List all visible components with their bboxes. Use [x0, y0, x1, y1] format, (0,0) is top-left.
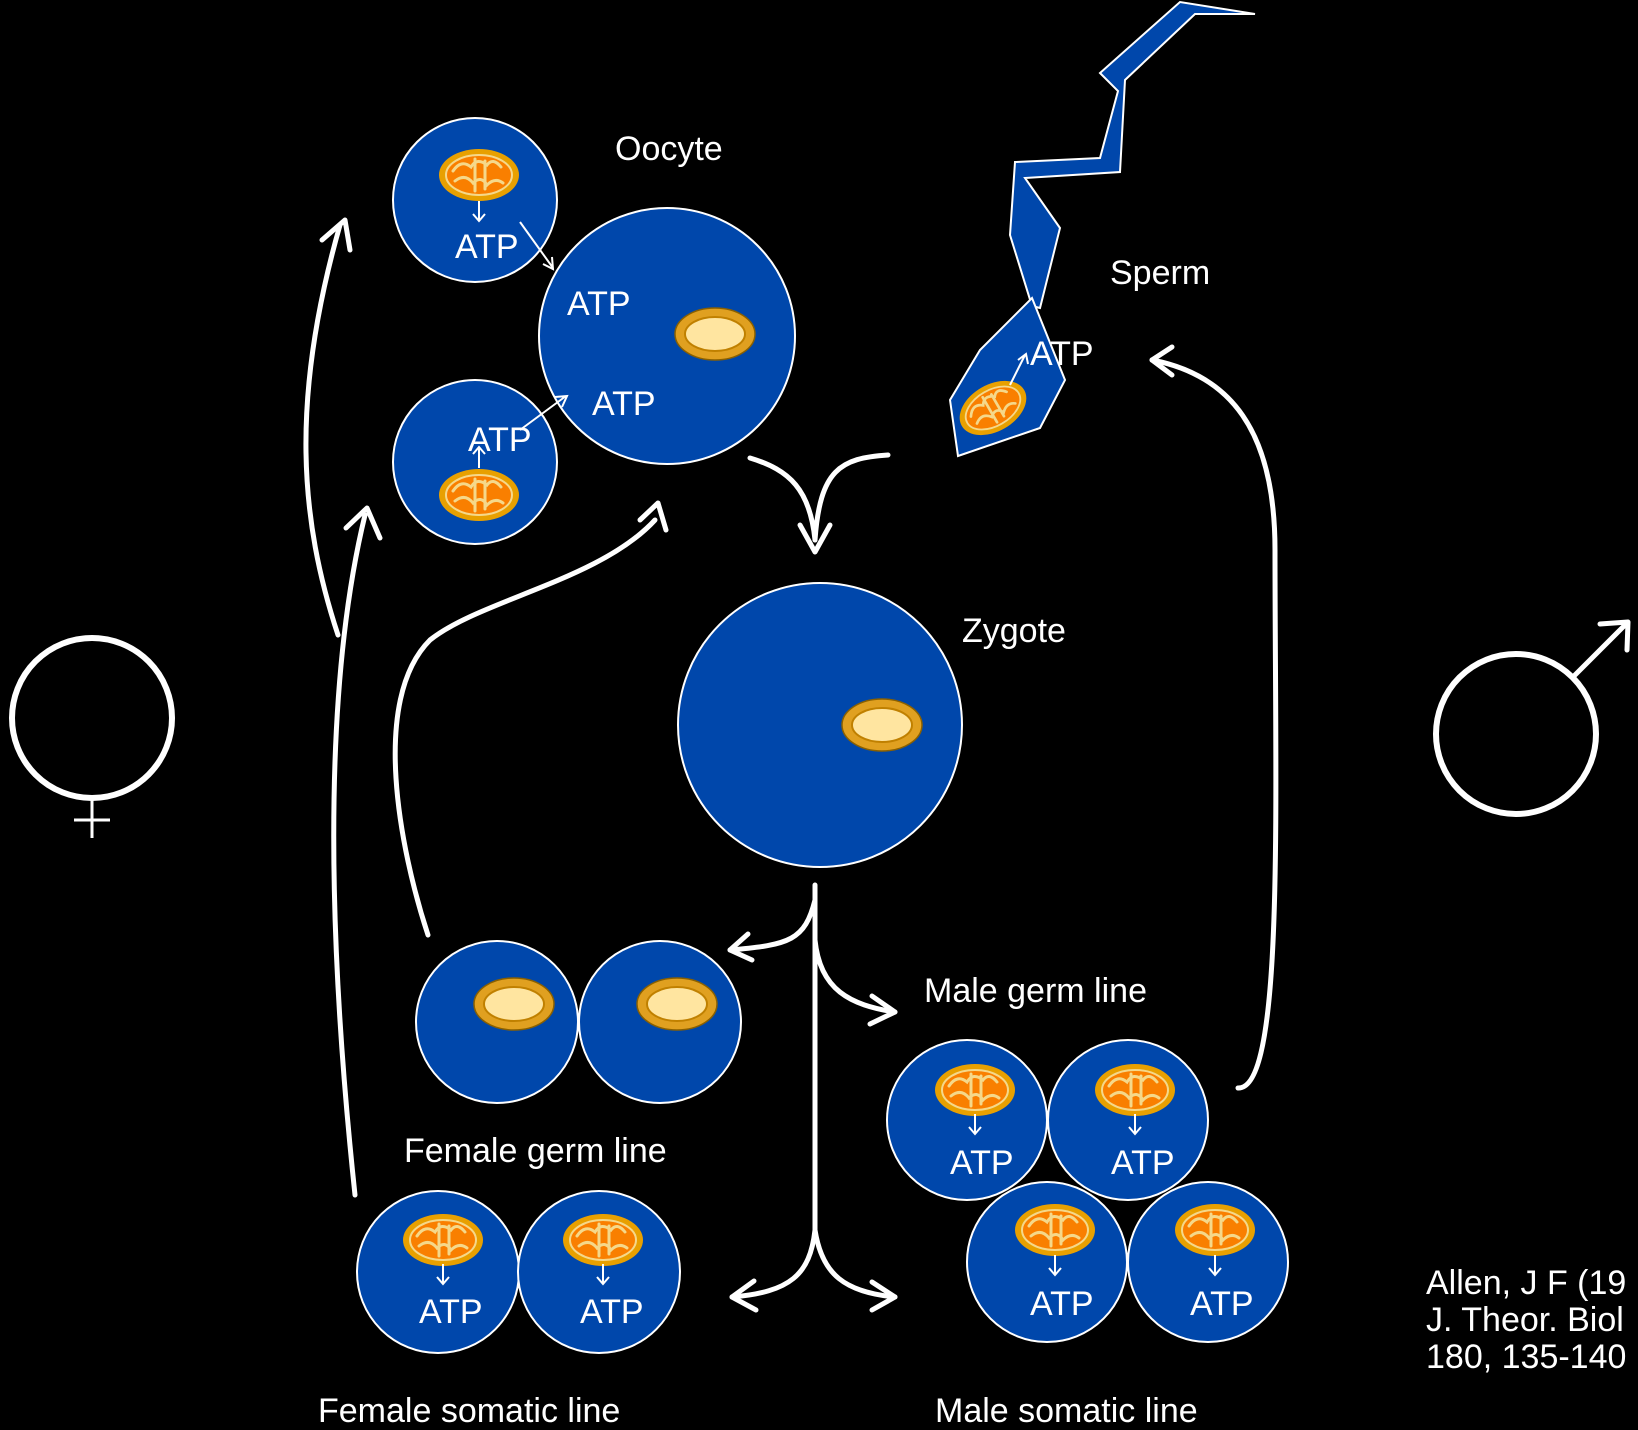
mitochondrion-active-icon: [437, 467, 521, 523]
atp-label: ATP: [419, 1293, 483, 1331]
citation-line-2: J. Theor. Biol: [1426, 1301, 1624, 1339]
atp-label: ATP: [455, 228, 519, 266]
citation-line-3: 180, 135-140: [1426, 1338, 1626, 1376]
mitochondrion-active-icon: [1013, 1202, 1097, 1258]
sperm-cell: [948, 0, 1256, 458]
mitochondrion-quiescent-icon: [841, 698, 923, 752]
mitochondrion-active-icon: [401, 1212, 485, 1268]
sperm-label: Sperm: [1110, 254, 1210, 292]
oocyte-cell: [538, 207, 796, 465]
arrow-to-male-somatic: [812, 1227, 898, 1300]
mitochondrion-active-icon: [1173, 1202, 1257, 1258]
atp-label: ATP: [1030, 335, 1094, 373]
citation-line-1: Allen, J F (19: [1426, 1264, 1626, 1302]
atp-label: ATP: [580, 1293, 644, 1331]
arrow-oocyte-to-zygote: [747, 455, 818, 543]
male-germ-line-cells: [886, 1039, 1209, 1201]
male-germ-line-label: Male germ line: [924, 972, 1147, 1010]
male-somatic-line-label: Male somatic line: [935, 1392, 1198, 1430]
flow-arrows: [303, 217, 1279, 1313]
mitochondrion-quiescent-icon: [636, 977, 718, 1031]
arrow-male-germ-to-sperm: [1149, 357, 1279, 1091]
arrow-sperm-to-zygote: [812, 452, 891, 543]
zygote-cell: [677, 582, 963, 868]
arrow-somatic-to-lower-nurse: [331, 512, 368, 1198]
atp-label: ATP: [468, 421, 532, 459]
mitochondrion-quiescent-icon: [473, 977, 555, 1031]
zygote-label: Zygote: [962, 612, 1066, 650]
mitochondrion-active-icon: [1093, 1062, 1177, 1118]
oocyte-group: [392, 117, 796, 545]
atp-label: ATP: [567, 285, 631, 323]
arrow-somatic-to-top-nurse: [303, 222, 343, 638]
atp-label: ATP: [1030, 1285, 1094, 1323]
mitochondrion-active-icon: [933, 1062, 1017, 1118]
arrow-to-male-germ: [812, 937, 898, 1015]
female-somatic-line-label: Female somatic line: [318, 1392, 620, 1430]
atp-label: ATP: [1190, 1285, 1254, 1323]
female-germ-line-cells: [415, 940, 742, 1104]
female-somatic-line-cells: [356, 1190, 681, 1354]
arrow-to-female-somatic: [729, 1227, 818, 1300]
mars-icon: [1433, 619, 1631, 817]
citation: Allen, J F (19 J. Theor. Biol 180, 135-1…: [1426, 1264, 1626, 1376]
arrow-to-female-germ: [727, 897, 818, 953]
atp-label: ATP: [592, 385, 656, 423]
arrow-germ-to-oocyte: [392, 517, 658, 938]
atp-label: ATP: [1111, 1144, 1175, 1182]
mitochondrion-active-icon: [437, 147, 521, 203]
venus-icon: [9, 635, 175, 838]
mitochondrion-active-icon: [561, 1212, 645, 1268]
sperm-head: [948, 296, 1067, 458]
oocyte-label: Oocyte: [615, 130, 723, 168]
female-germ-line-label: Female germ line: [404, 1132, 667, 1170]
mitochondrion-quiescent-icon: [674, 307, 756, 361]
atp-label: ATP: [950, 1144, 1014, 1182]
male-somatic-line-cells: [966, 1181, 1289, 1343]
